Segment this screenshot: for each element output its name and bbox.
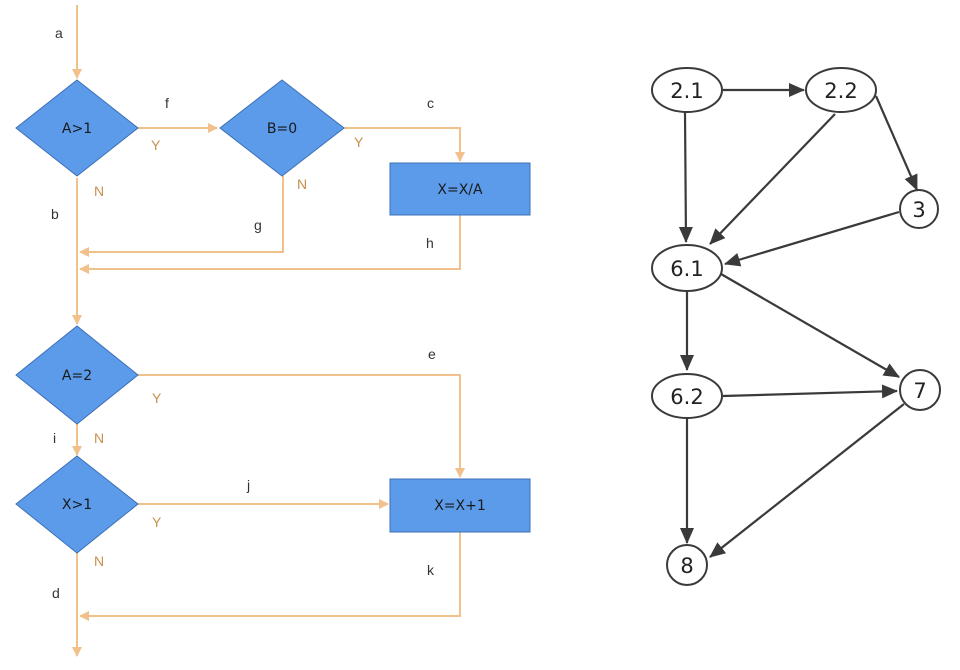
process-x-plus-1: X=X+1 [389,478,531,533]
graph-edge-6-1-to-7 [720,273,900,378]
decision-x-gt-1: X>1 [15,455,139,554]
branch-y-b-eq-0: Y [354,134,364,150]
decision-a-eq-2: A=2 [15,325,139,425]
branch-n-x-gt-1: N [94,553,104,569]
graph-edge-6-2-to-7 [722,384,898,399]
decision-x-gt-1-label: X>1 [62,497,92,513]
edge-k [79,532,461,621]
flow-lines [72,5,465,657]
graph-node-6-1-label: 6.1 [670,257,703,281]
decision-a-gt-1-label: A>1 [62,121,92,137]
graph-nodes: 2.1 2.2 3 6.1 6.2 7 [651,67,941,586]
graph-node-8: 8 [666,544,708,586]
branch-y-a-gt-1: Y [151,137,161,153]
branch-y-x-gt-1: Y [152,514,162,530]
edge-labels: a f c b g h e i j k d [51,25,436,601]
graph-node-7-label: 7 [913,379,926,403]
edge-label-h: h [426,235,434,251]
edge-label-d: d [52,585,60,601]
graph-edge-2-2-to-3 [874,95,919,191]
decision-b-eq-0-label: B=0 [267,121,297,137]
graph-edge-2-2-to-6-1 [709,113,836,245]
graph-node-2-1: 2.1 [651,67,723,113]
process-x-plus-1-label: X=X+1 [434,498,486,514]
edge-label-g: g [254,217,262,233]
graph-node-3: 3 [899,189,939,229]
decision-a-eq-2-label: A=2 [62,368,92,384]
branch-n-a-gt-1: N [94,183,104,199]
graph-edges [678,83,919,558]
control-flow-graph: 2.1 2.2 3 6.1 6.2 7 [651,67,941,586]
graph-node-7: 7 [899,369,941,411]
decision-b-eq-0: B=0 [219,79,345,177]
edge-label-e: e [428,346,436,362]
branch-y-a-eq-2: Y [152,390,162,406]
edge-label-f: f [165,95,169,111]
graph-edge-3-to-6-1 [724,210,900,267]
flowchart: A>1 B=0 A=2 X>1 X=X/A X=X+1 a f c b [15,5,531,657]
decision-a-gt-1: A>1 [15,79,139,177]
branch-n-b-eq-0: N [297,176,307,192]
graph-node-2-2-label: 2.2 [824,79,857,103]
edge-label-c: c [427,95,434,111]
process-x-div-a-label: X=X/A [437,182,483,198]
branch-n-a-eq-2: N [94,430,104,446]
graph-node-3-label: 3 [912,198,925,222]
graph-node-6-2: 6.2 [651,373,723,419]
edge-label-i: i [53,430,56,446]
graph-edge-2-1-to-6-1 [678,111,693,243]
edge-c [344,127,465,162]
process-x-div-a: X=X/A [389,162,531,216]
edge-label-b: b [51,206,59,222]
graph-node-8-label: 8 [680,554,693,578]
edge-label-j: j [246,477,250,493]
edge-e [138,374,465,478]
graph-node-6-1: 6.1 [651,244,723,292]
branch-labels: Y N Y N Y N Y N [94,134,364,569]
graph-node-6-2-label: 6.2 [670,385,703,409]
edge-label-k: k [427,562,435,578]
graph-node-2-2: 2.2 [805,67,877,113]
edge-label-a: a [55,25,63,41]
edge-h [79,215,461,274]
edge-g [79,176,284,257]
graph-node-2-1-label: 2.1 [670,79,703,103]
graph-edge-7-to-8 [709,403,905,558]
